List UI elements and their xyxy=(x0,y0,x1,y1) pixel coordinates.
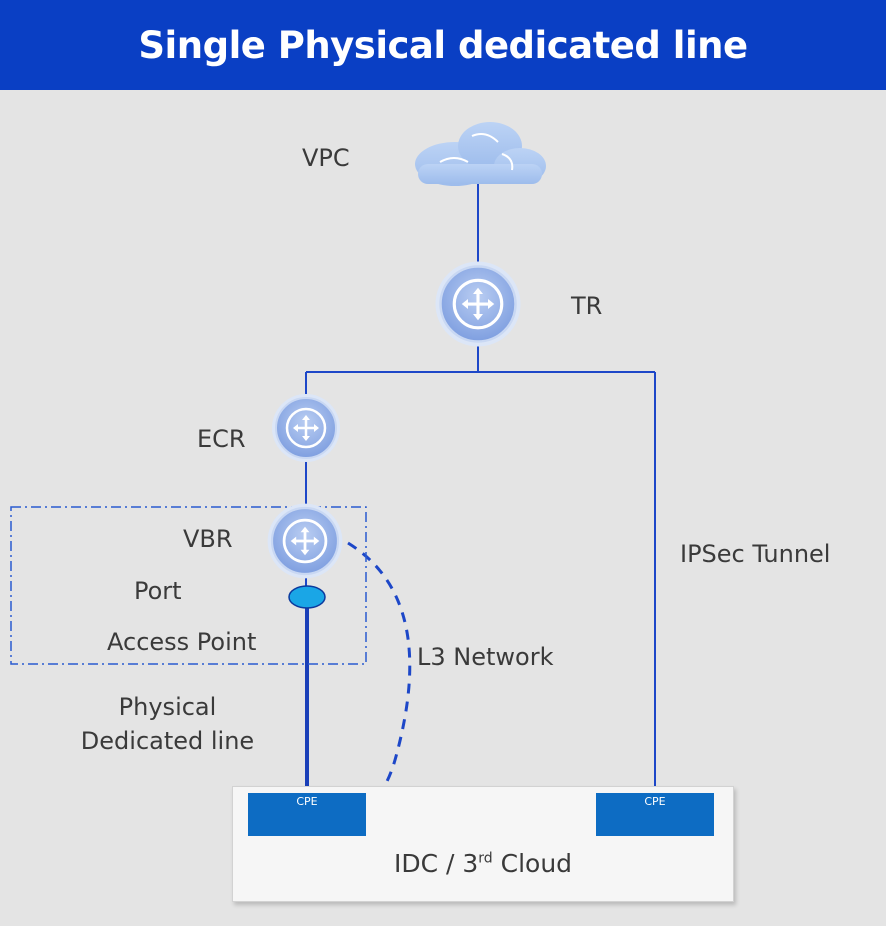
physical-line-label-1: Physical xyxy=(118,693,217,721)
ecr-label: ECR xyxy=(197,425,246,453)
ipsec-tunnel-label: IPSec Tunnel xyxy=(680,540,831,568)
idc-label-suffix: Cloud xyxy=(492,849,573,878)
l3-network-path xyxy=(347,541,412,816)
port-label: Port xyxy=(134,577,182,605)
port-icon xyxy=(288,585,326,609)
access-point-label: Access Point xyxy=(107,628,257,656)
idc-box: CPE CPE IDC / 3rd Cloud xyxy=(232,786,734,902)
access-point-box xyxy=(10,506,367,665)
page-title: Single Physical dedicated line xyxy=(138,23,748,67)
idc-label-prefix: IDC / 3 xyxy=(393,849,479,878)
cpe-right: CPE xyxy=(596,793,714,836)
tr-label: TR xyxy=(571,292,603,320)
cpe-left: CPE xyxy=(248,793,366,836)
title-bar: Single Physical dedicated line xyxy=(0,0,886,90)
l3-network-label: L3 Network xyxy=(417,643,554,671)
physical-line-label: Physical Dedicated line xyxy=(60,690,275,758)
idc-label: IDC / 3rd Cloud xyxy=(233,849,733,878)
vbr-router-icon xyxy=(266,502,344,580)
tr-router-icon xyxy=(433,259,523,349)
cloud-icon xyxy=(415,122,546,186)
vpc-label: VPC xyxy=(302,144,350,172)
physical-line-label-2: Dedicated line xyxy=(80,727,255,755)
vbr-label: VBR xyxy=(183,525,233,553)
ecr-router-icon xyxy=(270,392,342,464)
idc-label-sup: rd xyxy=(478,850,493,867)
